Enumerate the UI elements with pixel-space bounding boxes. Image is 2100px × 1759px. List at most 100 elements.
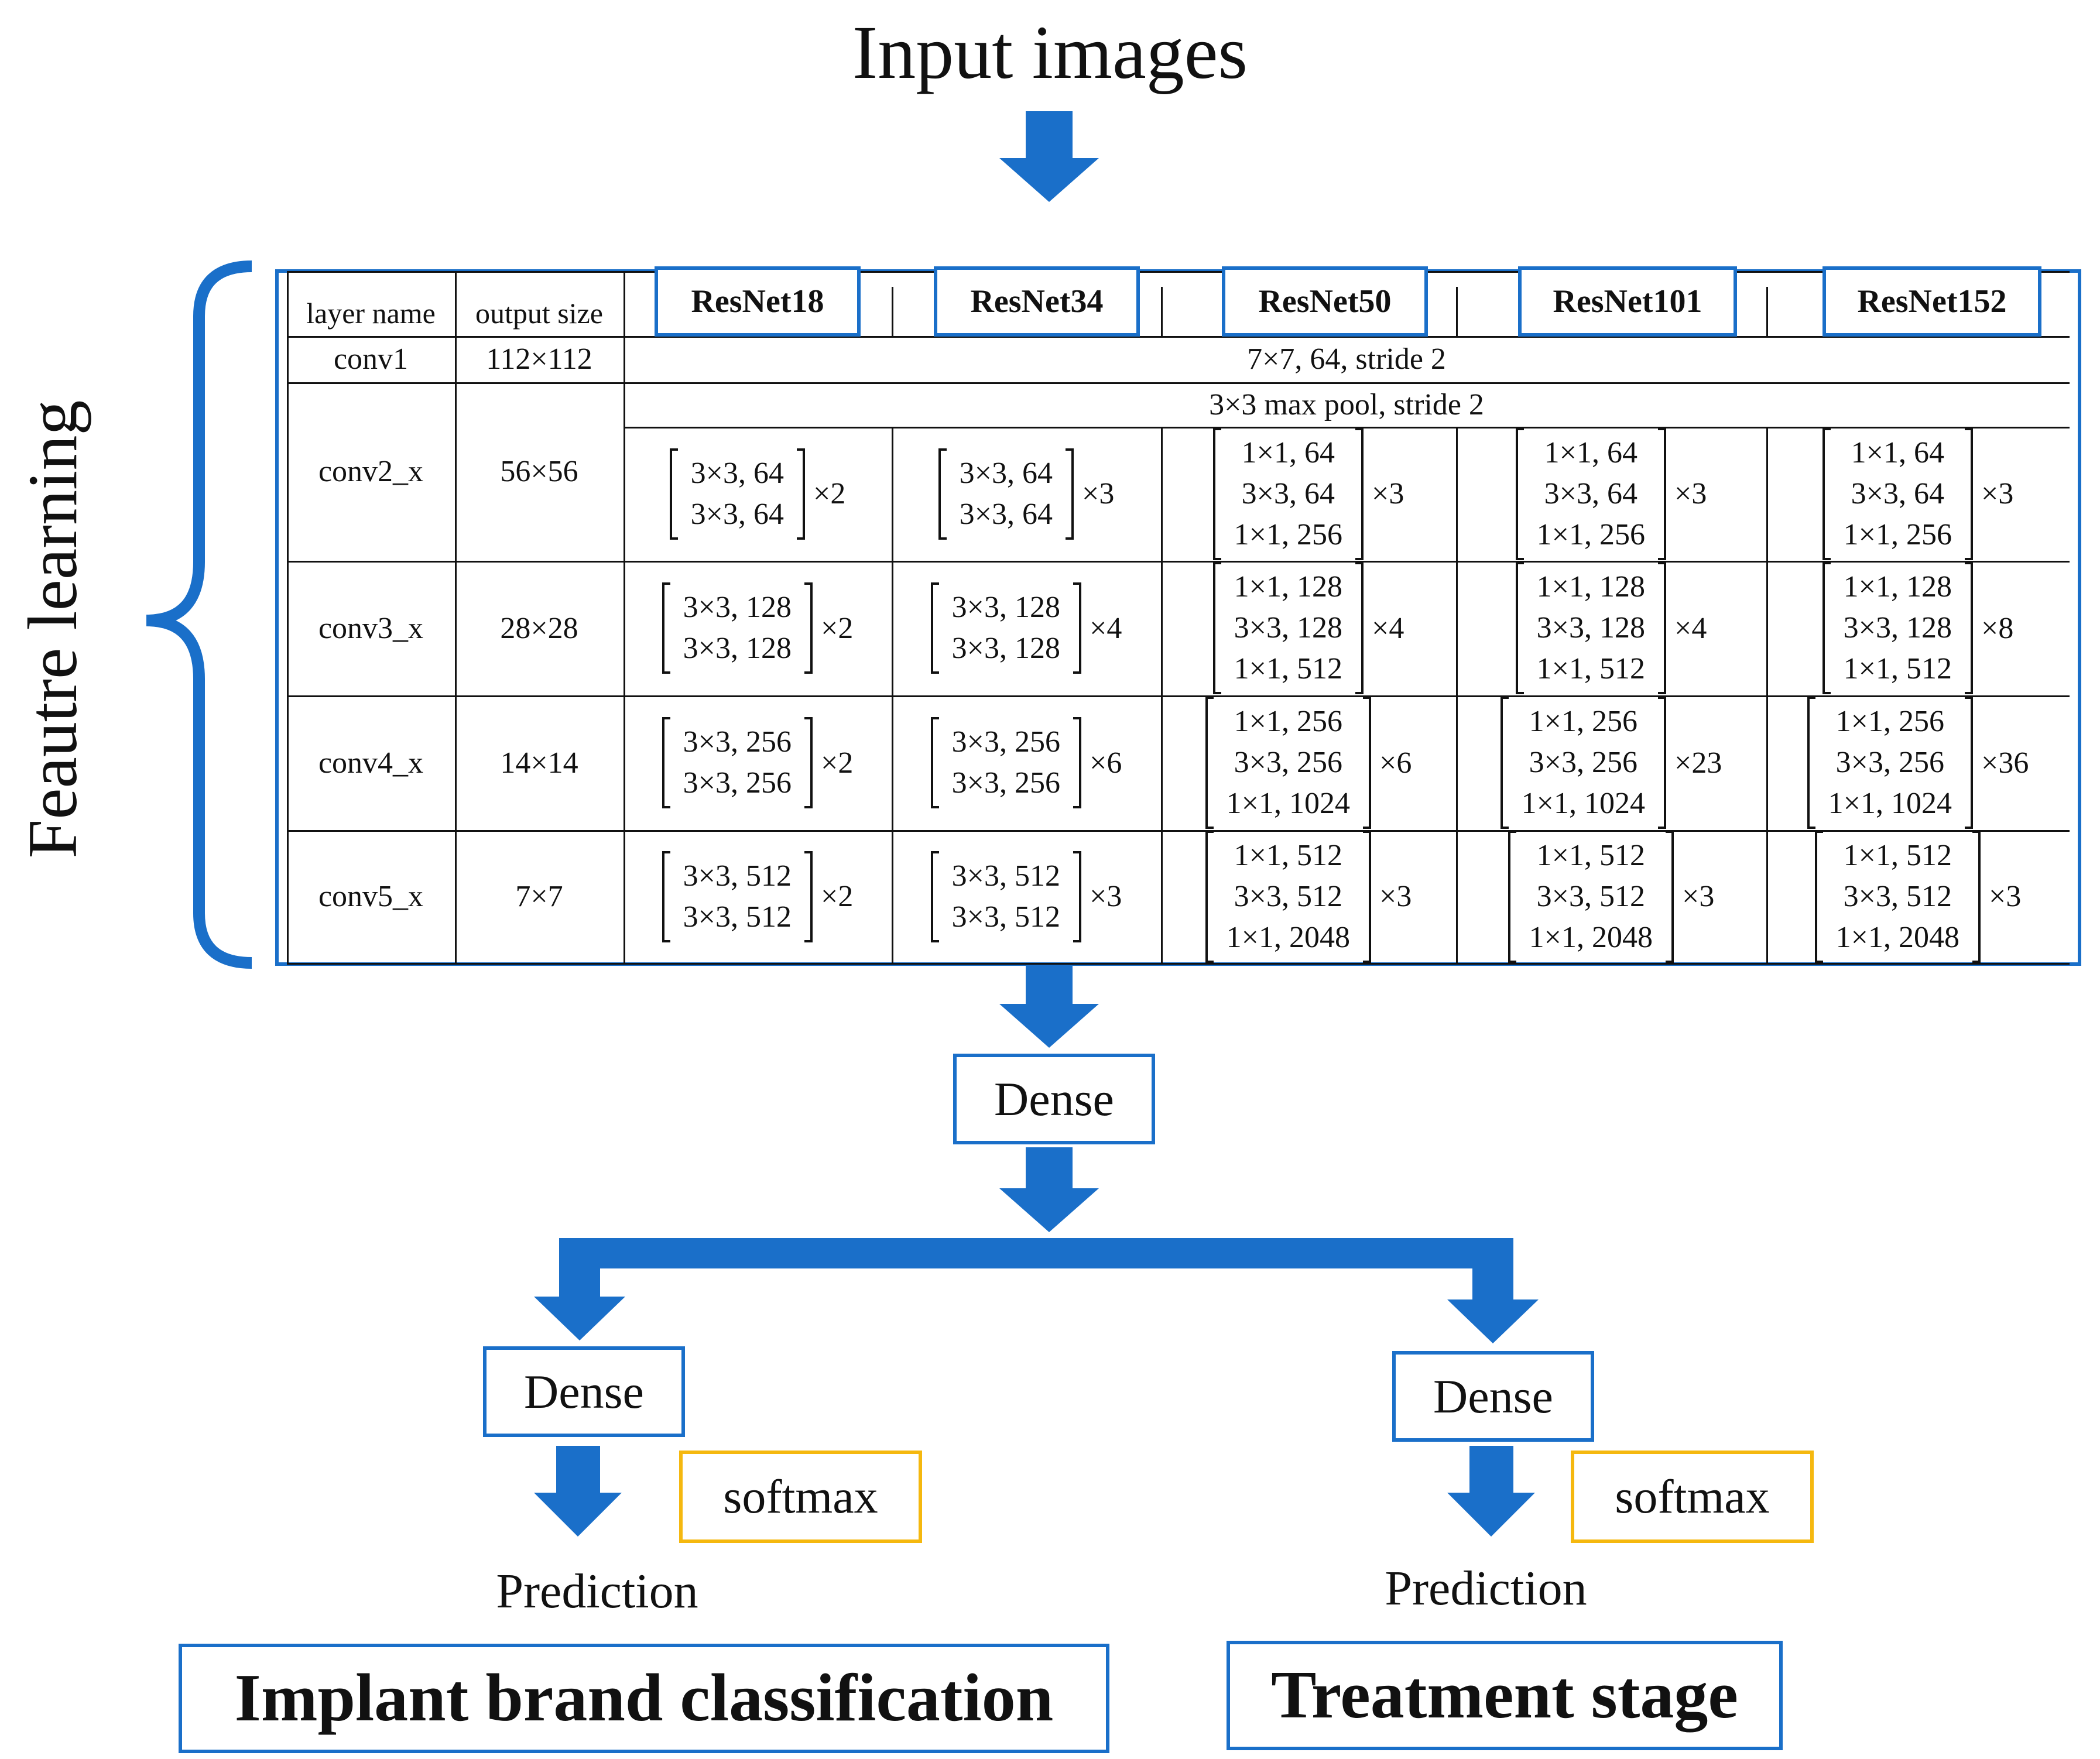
conv1-size: 112×112 — [486, 342, 592, 376]
conv3-size: 28×28 — [500, 611, 578, 645]
block-multiplier: ×6 — [1379, 746, 1412, 780]
dense-right-box: Dense — [1392, 1351, 1594, 1442]
conv1-name: conv1 — [333, 342, 409, 376]
table-rule — [892, 427, 893, 963]
feature-learning-label: Feautre learning — [12, 380, 94, 878]
conv4-name: conv4_x — [318, 746, 424, 780]
layer-spec: 1×1, 512 — [1843, 838, 1952, 872]
block-multiplier: ×3 — [1674, 477, 1707, 510]
matrix-lines: 3×3, 256 3×3, 256 — [952, 722, 1060, 804]
layer-spec: 3×3, 64 — [690, 456, 784, 490]
table-rule — [624, 271, 625, 963]
model-header-resnet152: ResNet152 — [1822, 266, 2041, 337]
layer-spec: 3×3, 128 — [1536, 611, 1645, 644]
table-rule — [1456, 287, 1458, 336]
layer-spec: 1×1, 64 — [1851, 436, 1944, 469]
layer-spec: 3×3, 512 — [1234, 879, 1342, 913]
conv5-size: 7×7 — [515, 880, 563, 913]
layer-spec: 3×3, 128 — [951, 591, 1060, 624]
block-multiplier: ×3 — [1090, 880, 1122, 913]
split-bar — [559, 1238, 1513, 1268]
layer-spec: 1×1, 512 — [1536, 838, 1645, 872]
arrow-table-down — [999, 966, 1099, 1048]
table-rule — [892, 287, 893, 336]
conv2-name: conv2_x — [318, 455, 424, 488]
layer-spec: 3×3, 256 — [951, 725, 1060, 759]
block-multiplier: ×2 — [821, 880, 854, 913]
block-multiplier: ×3 — [1682, 880, 1715, 913]
header-layer-name: layer name — [306, 296, 436, 330]
dense-left-box: Dense — [483, 1346, 685, 1437]
layer-spec: 3×3, 128 — [1234, 611, 1342, 644]
matrix-bracket: 3×3, 256 3×3, 256 — [930, 717, 1082, 808]
layer-spec: 1×1, 512 — [1234, 838, 1342, 872]
layer-spec: 1×1, 512 — [1536, 652, 1645, 685]
table-rule — [287, 830, 2070, 832]
layer-spec: 3×3, 128 — [683, 632, 792, 665]
layer-spec: 3×3, 512 — [1536, 879, 1645, 913]
layer-spec: 3×3, 256 — [951, 766, 1060, 800]
block-matrix: 1×1, 512 3×3, 512 1×1, 2048 ×3 — [1814, 830, 2022, 963]
prediction-left-label: Prediction — [496, 1564, 698, 1619]
layer-spec: 3×3, 512 — [951, 900, 1060, 934]
layer-spec: 3×3, 512 — [1843, 879, 1952, 913]
layer-spec: 1×1, 256 — [1536, 517, 1645, 551]
conv3-name: conv3_x — [318, 611, 424, 645]
conv4-size: 14×14 — [500, 746, 578, 780]
softmax-right-box: softmax — [1571, 1451, 1814, 1543]
arrow-left-branch — [534, 1238, 625, 1340]
block-multiplier: ×23 — [1674, 746, 1722, 780]
layer-spec: 1×1, 2048 — [1835, 920, 1959, 954]
layer-spec: 3×3, 256 — [1835, 746, 1944, 779]
table-rule — [287, 382, 2070, 384]
block-multiplier: ×3 — [1989, 880, 2022, 913]
layer-spec: 3×3, 256 — [1529, 746, 1637, 779]
block-multiplier: ×4 — [1674, 611, 1707, 645]
table-rule — [287, 695, 2070, 697]
layer-spec: 3×3, 64 — [1851, 476, 1944, 510]
block-multiplier: ×2 — [813, 477, 846, 510]
matrix-lines: 1×1, 512 3×3, 512 1×1, 2048 — [1836, 835, 1959, 958]
layer-spec: 1×1, 256 — [1234, 705, 1342, 738]
treatment-stage-box: Treatment stage — [1227, 1641, 1783, 1750]
prediction-right-label: Prediction — [1385, 1561, 1587, 1616]
block-cell: 1×1, 512 3×3, 512 1×1, 2048 ×3 — [1766, 830, 2070, 963]
layer-spec: 1×1, 64 — [1241, 436, 1335, 469]
conv1-spec: 7×7, 64, stride 2 — [1247, 342, 1446, 376]
model-header-resnet50: ResNet50 — [1222, 266, 1428, 337]
block-multiplier: ×2 — [821, 746, 854, 780]
block-multiplier: ×3 — [1372, 477, 1404, 510]
